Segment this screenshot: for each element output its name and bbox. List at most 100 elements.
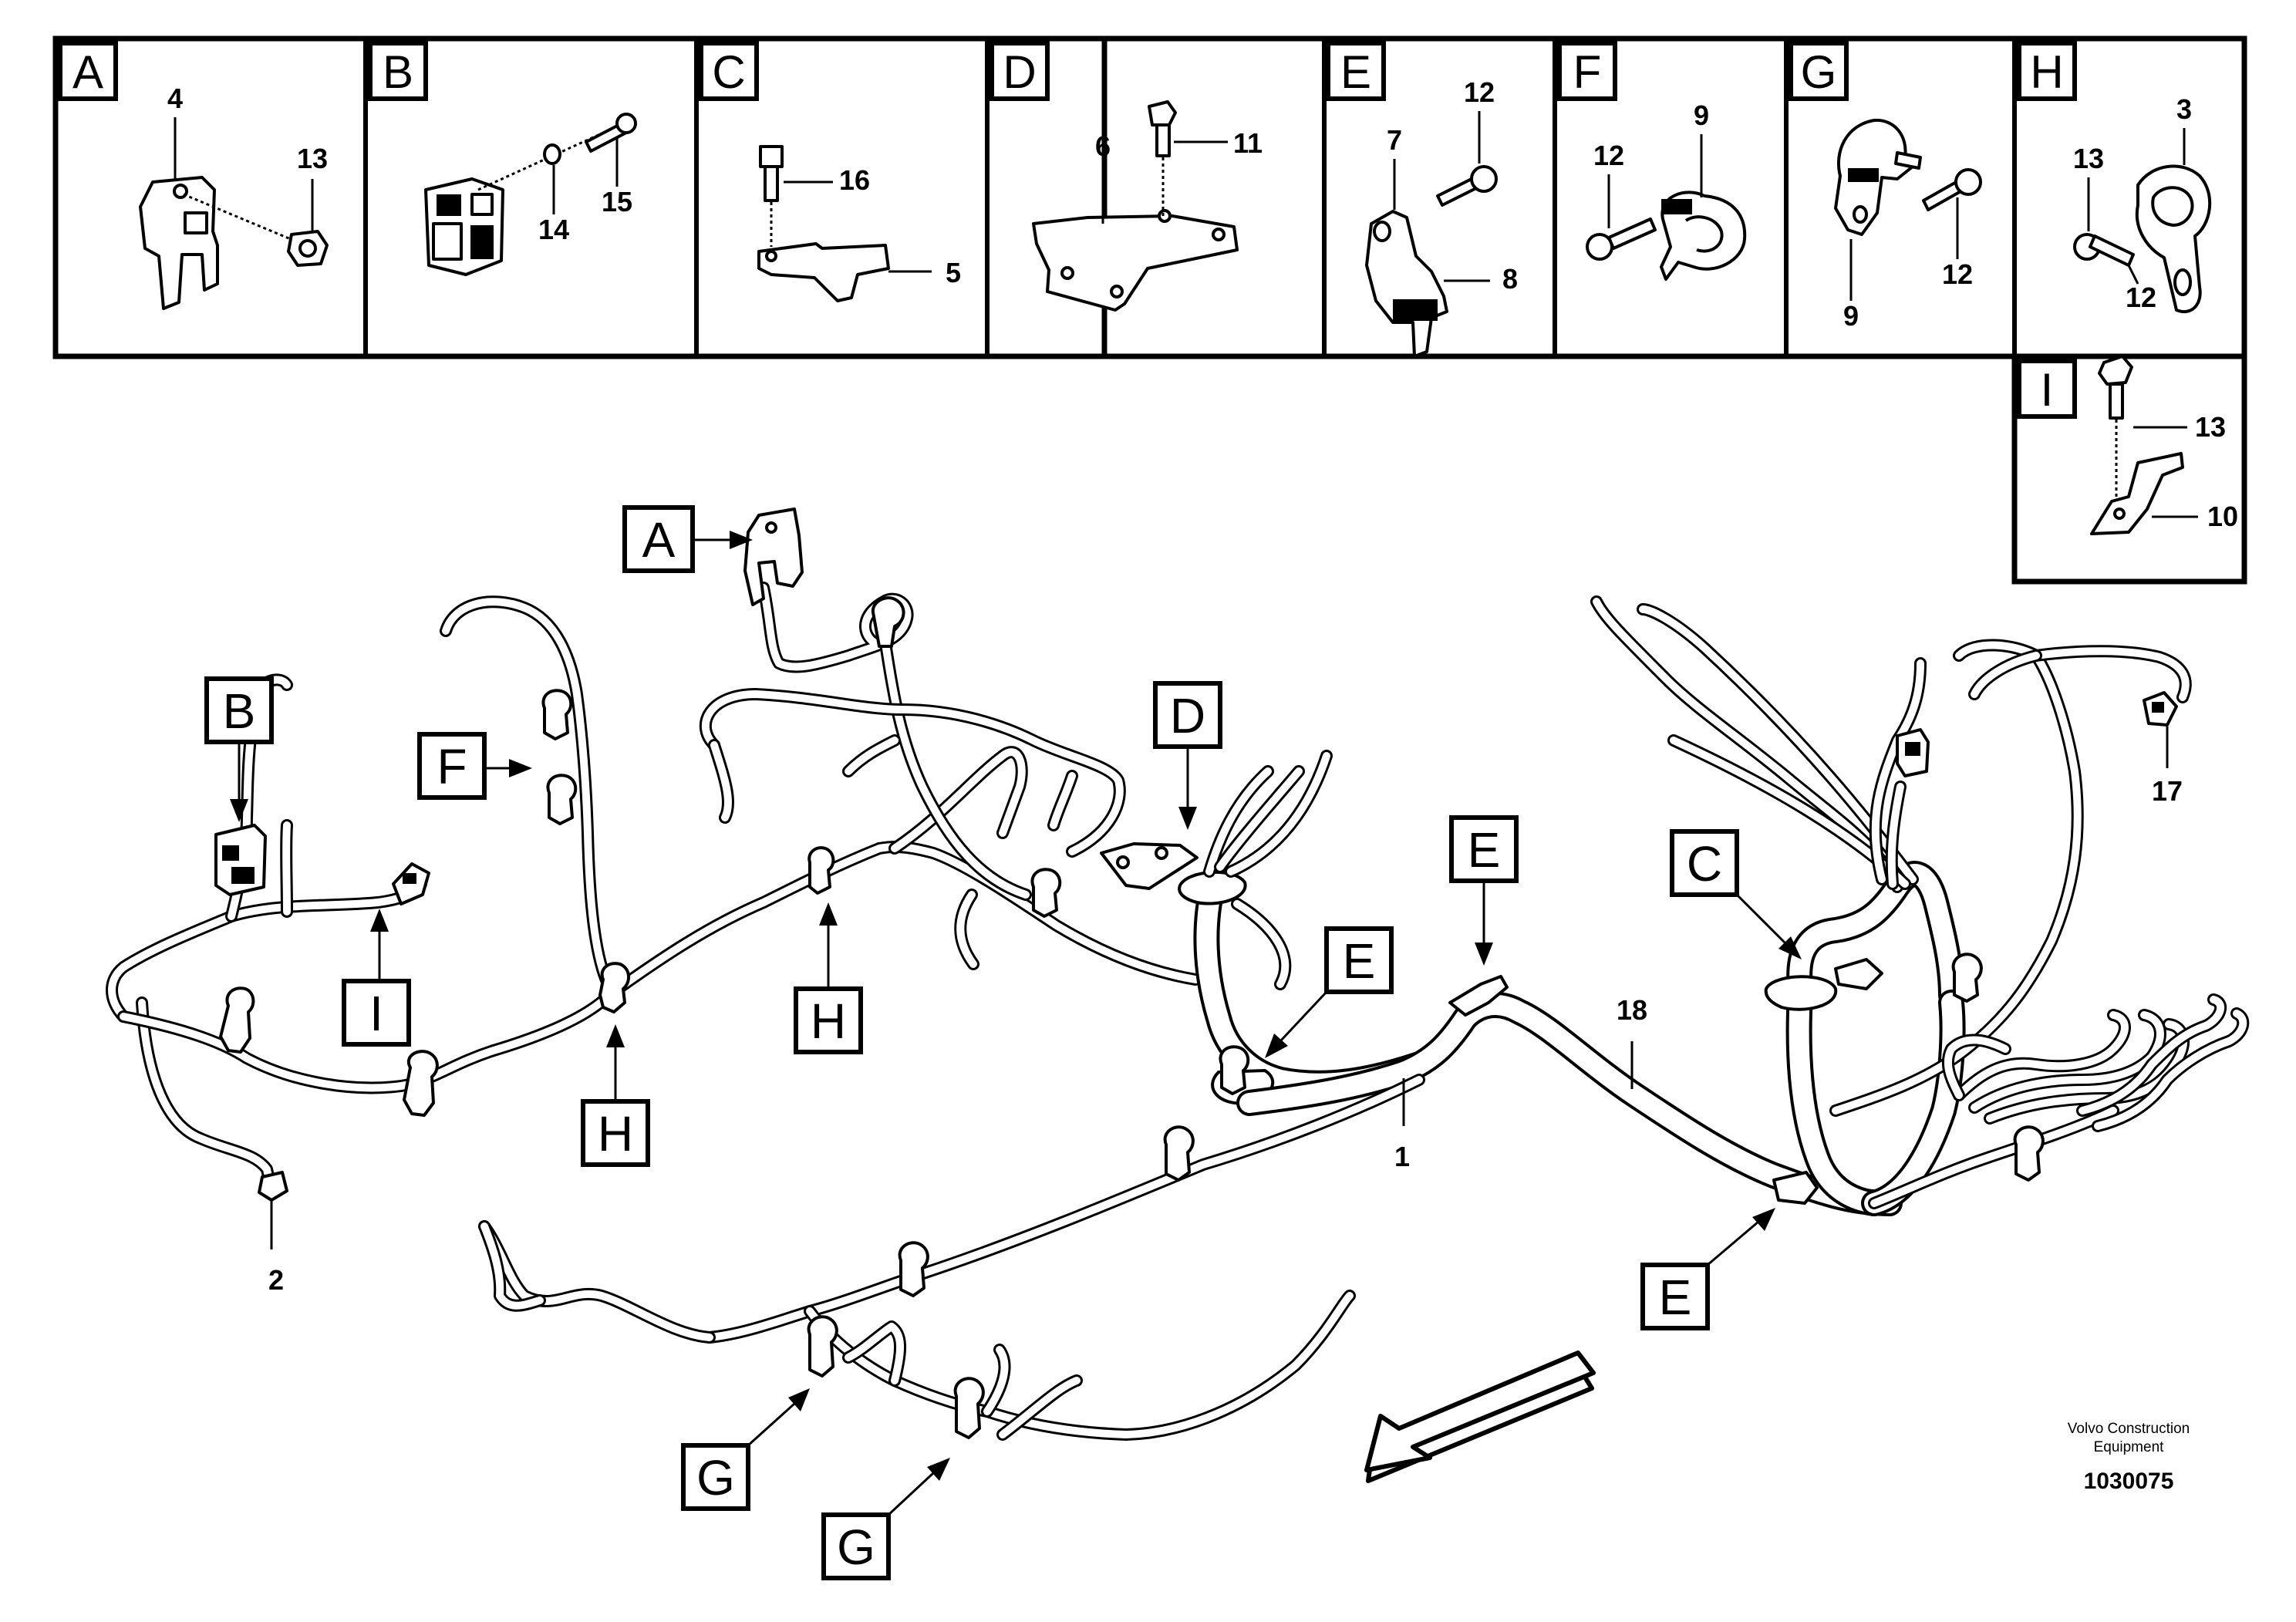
p-clamp-part-3 [2135,164,2212,313]
callout-e-2: E [1449,815,1519,966]
p-clamp-part-9 [1834,118,1922,236]
callout-letter: B [223,683,256,739]
screw-part-12 [1436,165,1498,207]
clamp-f [546,774,578,825]
panel-tag-letter: A [72,46,103,98]
part-number: 5 [946,257,961,288]
panel-tag-box [2017,359,2077,419]
cable-upper-loop [440,595,615,993]
panel-tag-box [1326,41,1386,101]
harness-main [1236,992,1903,1216]
main-part-labels: 2 1 17 18 [268,727,2183,1296]
part-number: 12 [2126,282,2156,313]
plug-connector [392,862,430,905]
callout-letter: D [1170,688,1205,744]
panel-tag-letter: H [2030,46,2063,98]
screw-part-15 [585,113,637,153]
callout-letter: E [1468,822,1501,878]
panel-a: A 4 13 [58,41,329,310]
part-number: 6 [1095,130,1111,162]
callout-letter: G [837,1519,875,1575]
callout-letter: A [642,512,676,568]
panel-tag-letter: E [1340,46,1371,98]
panel-tag-box [1789,41,1849,101]
clip-part-7 [1365,210,1448,358]
leader-line [887,1472,935,1516]
bracket-a-main [743,508,804,606]
clamp-c [1834,958,1883,990]
panel-tag-letter: B [383,46,413,98]
bracket-part-10 [2090,452,2184,535]
callout-f: F [417,732,532,800]
panel-e: E 7 12 8 [1326,41,1518,358]
harness-right [1590,595,2250,1216]
clamp-e-right [1772,1171,1819,1205]
panel-b: B 14 15 [368,41,637,276]
panel-g: G 9 12 [1789,41,1982,332]
panel-tag-letter: F [1573,46,1602,98]
clamp-g [953,1377,985,1439]
clamp-right [1951,953,1983,1003]
clamp-mid [1163,1125,1195,1182]
clamps [219,596,2045,1439]
callout-h-1: H [581,1024,650,1167]
panel-tag-letter: D [1003,46,1036,98]
part-number: 16 [839,164,870,196]
clamp-right [2013,1125,2045,1182]
clamp-f [541,689,573,740]
leader-line [747,1402,796,1447]
part-number: 7 [1387,124,1402,156]
ring-terminal [258,1171,288,1202]
panel-tag-letter: G [1801,46,1837,98]
relay-connector [214,824,267,896]
callout-letter: E [1659,1270,1692,1325]
screw-part-13 [287,230,329,267]
callout-b: B [204,676,274,822]
callout-e-1: E [1265,926,1394,1058]
part-number: 13 [2195,411,2226,443]
callout-letter: F [437,739,467,794]
drawing-number: 1030075 [2084,1469,2174,1494]
watermark-line-2: Equipment [2094,1439,2165,1455]
panel-d: D 6 11 [990,41,1263,312]
part-number: 8 [1502,263,1518,295]
clamp-cable [1030,868,1062,918]
panel-tag-box [58,41,118,101]
plate-d [1100,842,1199,890]
cable-left-loop [106,673,615,1202]
screw-part-13 [2098,355,2133,420]
leader-line [1279,990,1328,1043]
screw-part-11 [1148,100,1177,157]
screw-part-12 [1922,168,1982,211]
harness-assembly: 2 1 17 18 [106,508,2250,1441]
part-number: 4 [167,83,183,114]
clamp-e [1219,1045,1250,1095]
detail-panels: A 4 13 B [52,35,2247,585]
direction-arrow [1364,1351,1596,1483]
part-number: 15 [602,186,632,218]
callout-d: D [1153,681,1222,830]
part-number: 1 [1394,1141,1410,1172]
panel-h: H 13 3 12 [2017,41,2212,313]
washer-part-14 [543,143,561,165]
callout-letter: E [1343,933,1376,989]
leader-line [1735,893,1788,946]
callout-letter: I [369,986,383,1041]
part-number: 12 [1464,76,1495,108]
part-number: 11 [1233,127,1263,159]
panel-i: I 13 10 [2017,355,2238,535]
clamp-h [807,846,835,895]
callout-a: A [622,505,753,573]
part-number: 18 [1617,994,1647,1026]
part-number: 10 [2207,501,2238,532]
callout-letter: C [1687,836,1722,892]
clamp-h [598,962,630,1013]
panel-tag-box [2017,41,2077,101]
clamp-mid [898,1241,929,1297]
part-number: 13 [297,143,328,174]
part-number: 9 [1843,300,1859,332]
cap-screw-part-16 [759,145,784,202]
mounting-plate-part-6 [1032,209,1239,312]
panel-tag-letter: I [2041,364,2054,416]
